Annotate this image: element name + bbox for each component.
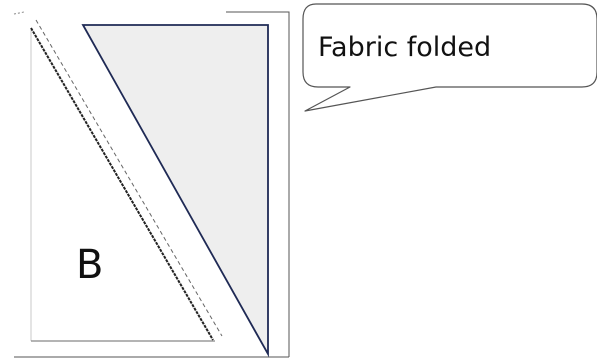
region-b-diagonal-edge [30, 27, 214, 341]
callout-text: Fabric folded [318, 32, 491, 63]
fold-line [35, 19, 223, 337]
region-b-label: B [76, 242, 103, 288]
callout-bubble [302, 3, 597, 112]
fold-line-tick [13, 11, 25, 15]
folded-fabric-triangle [81, 24, 269, 358]
outer-frame-right [226, 11, 290, 357]
